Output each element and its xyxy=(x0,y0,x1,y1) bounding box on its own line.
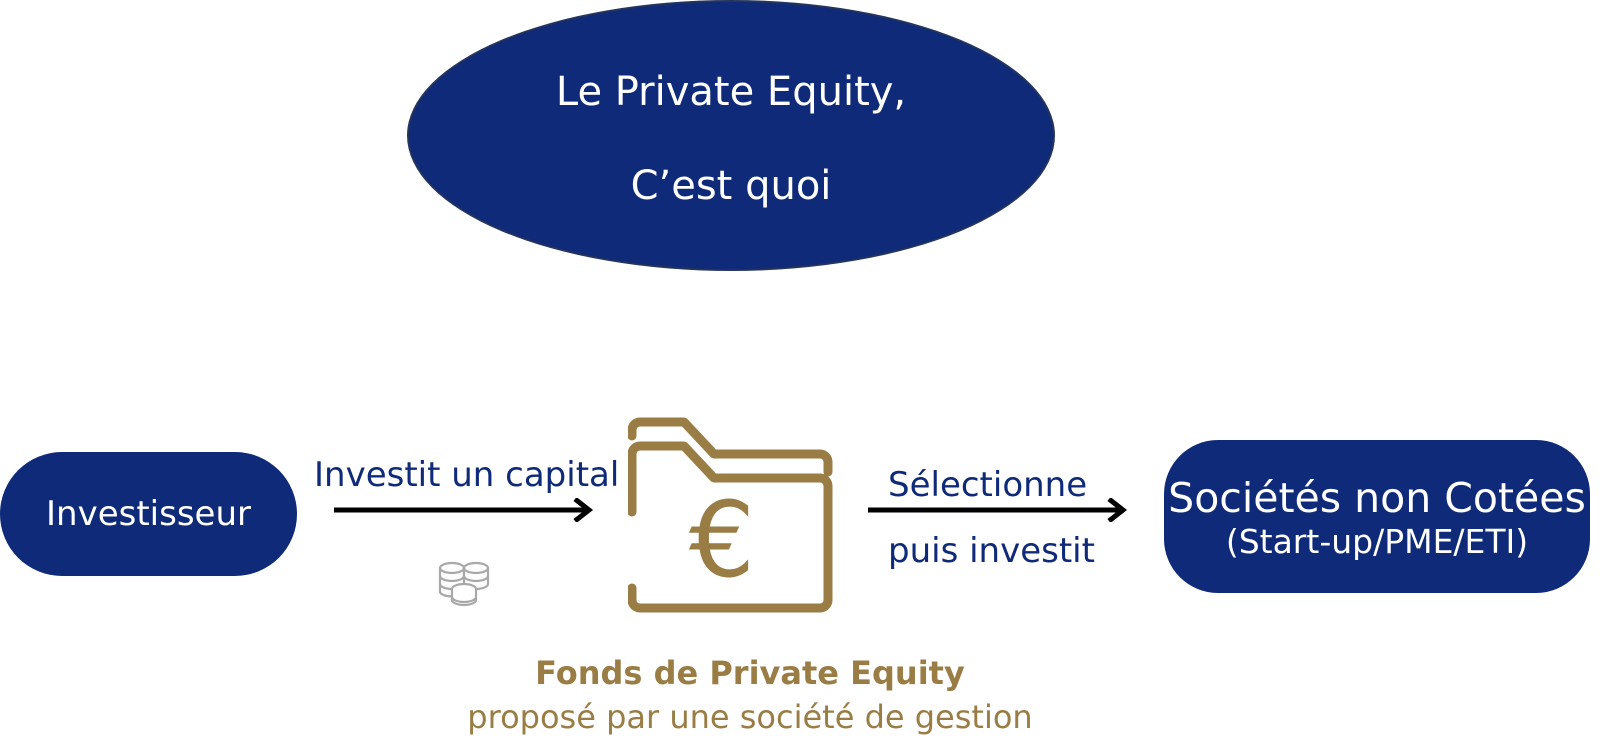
select-label: Sélectionne xyxy=(888,465,1088,505)
companies-label: Sociétés non Cotées xyxy=(1168,473,1586,522)
euro-folder-icon: € xyxy=(627,416,836,620)
title-ellipse: Le Private Equity, C’est quoi xyxy=(407,0,1055,271)
title-line-2: C’est quoi xyxy=(630,163,832,209)
fund-title: Fonds de Private Equity xyxy=(535,654,965,692)
investor-node: Investisseur xyxy=(0,452,297,576)
euro-symbol: € xyxy=(689,479,755,601)
coins-icon xyxy=(436,560,492,612)
companies-sublabel: (Start-up/PME/ETI) xyxy=(1225,521,1529,561)
select-arrow xyxy=(868,498,1130,522)
investor-label: Investisseur xyxy=(46,494,251,534)
title-line-1: Le Private Equity, xyxy=(555,69,907,115)
invest-arrow xyxy=(334,498,596,522)
companies-node: Sociétés non Cotées (Start-up/PME/ETI) xyxy=(1164,440,1590,593)
then-invest-label: puis investit xyxy=(888,531,1095,571)
fund-subtitle: proposé par une société de gestion xyxy=(467,698,1033,736)
invest-capital-label: Investit un capital xyxy=(314,455,620,495)
